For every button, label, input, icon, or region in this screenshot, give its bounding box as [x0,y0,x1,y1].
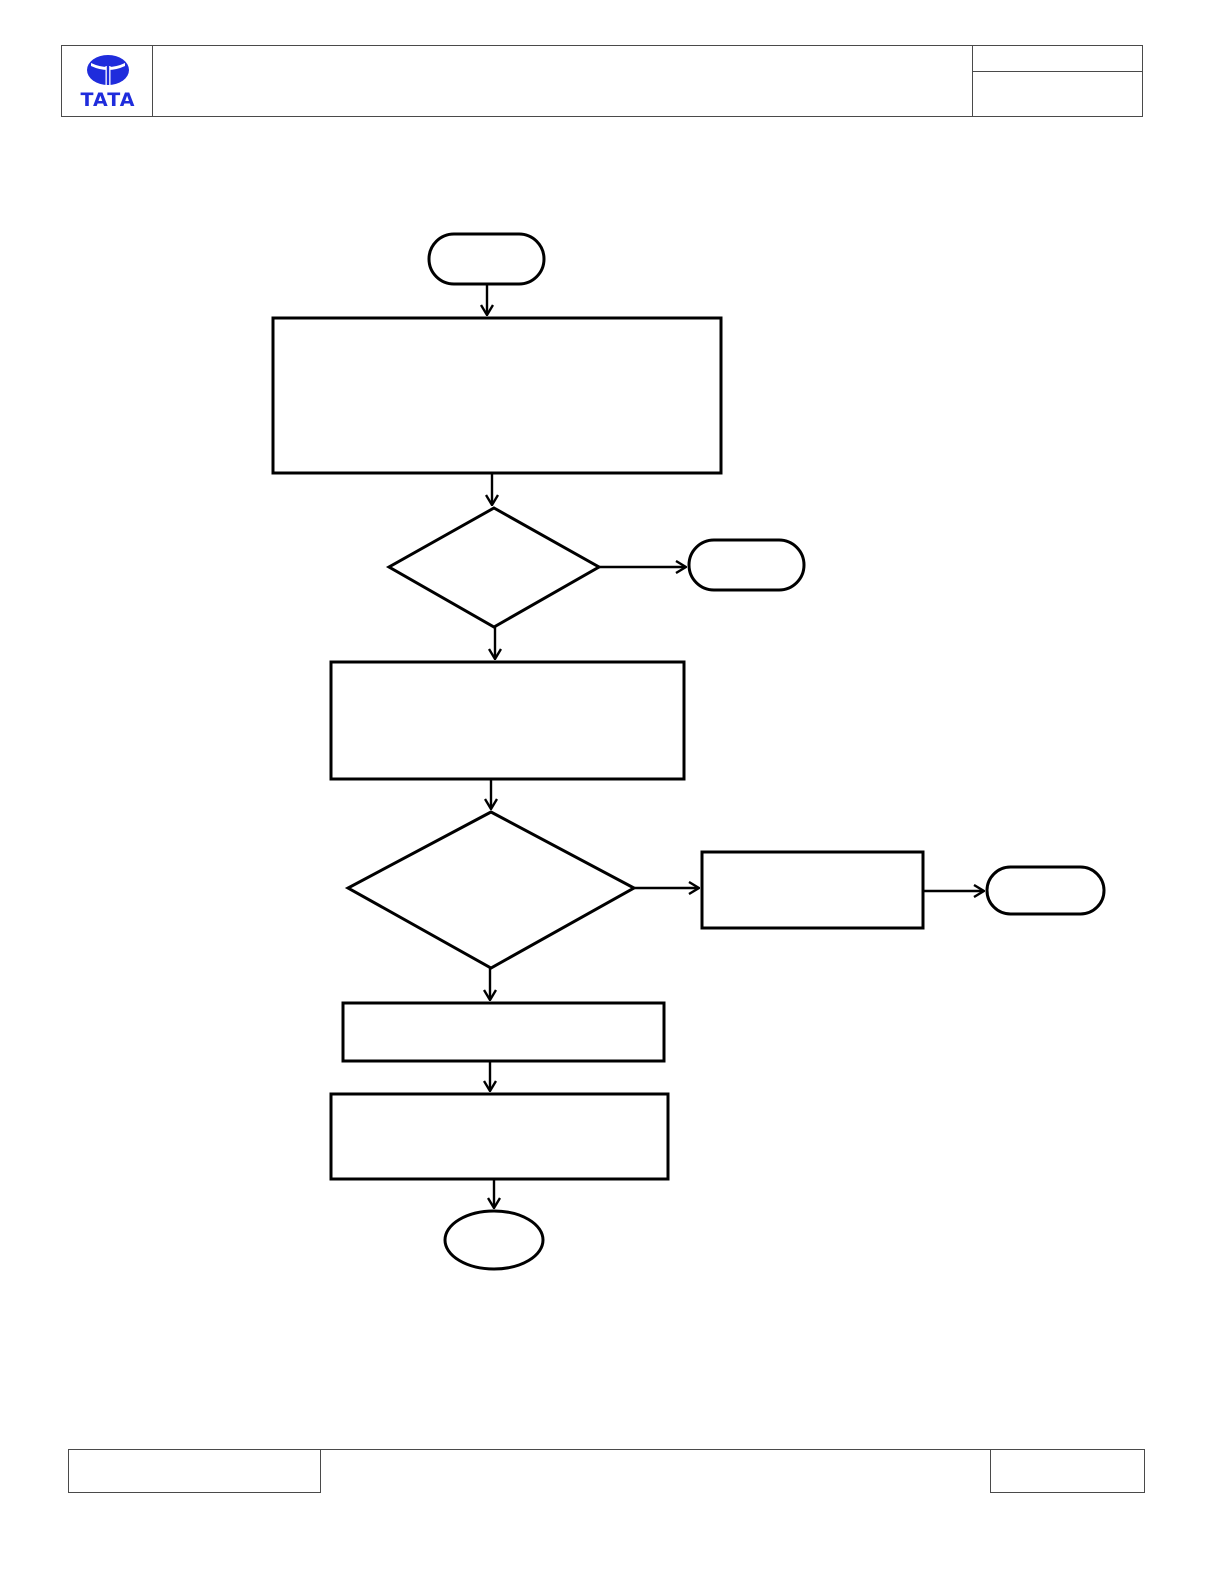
start-terminator [427,232,546,286]
exit-terminator-2 [985,865,1106,916]
logo-cell: TATA [62,46,153,116]
process-box-branch [700,850,925,930]
footer-left-cell [68,1449,321,1493]
document-header: TATA [61,45,1143,117]
process-box-4 [329,1092,670,1181]
footer-divider [320,1449,991,1450]
decision-diamond-2 [344,810,638,970]
footer-page-cell [990,1449,1145,1493]
header-title-cell [153,46,973,116]
process-box-3 [341,1001,666,1063]
process-box-2 [329,660,686,781]
process-box-1 [271,316,723,475]
decision-diamond-1 [385,506,603,629]
header-doc-number-cell [973,46,1142,72]
end-terminator [443,1209,545,1271]
logo-wordmark: TATA [80,89,136,111]
tata-logo-icon [87,55,129,85]
exit-terminator-1 [687,538,806,592]
